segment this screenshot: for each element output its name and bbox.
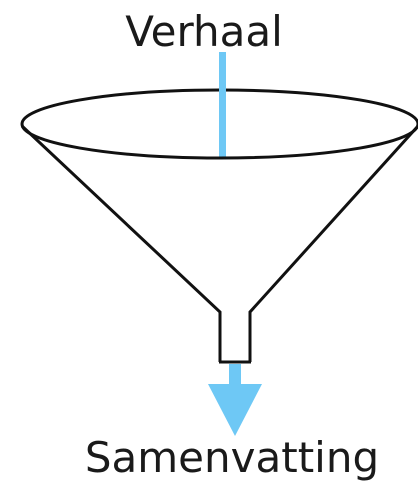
- output-arrow-head: [208, 384, 262, 436]
- funnel-cone: [20, 124, 418, 362]
- top-label: Verhaal: [125, 7, 283, 56]
- bottom-label: Samenvatting: [85, 433, 379, 482]
- output-arrow-shaft: [229, 364, 241, 386]
- funnel-rim-front: [20, 123, 418, 160]
- input-stream: [219, 52, 226, 158]
